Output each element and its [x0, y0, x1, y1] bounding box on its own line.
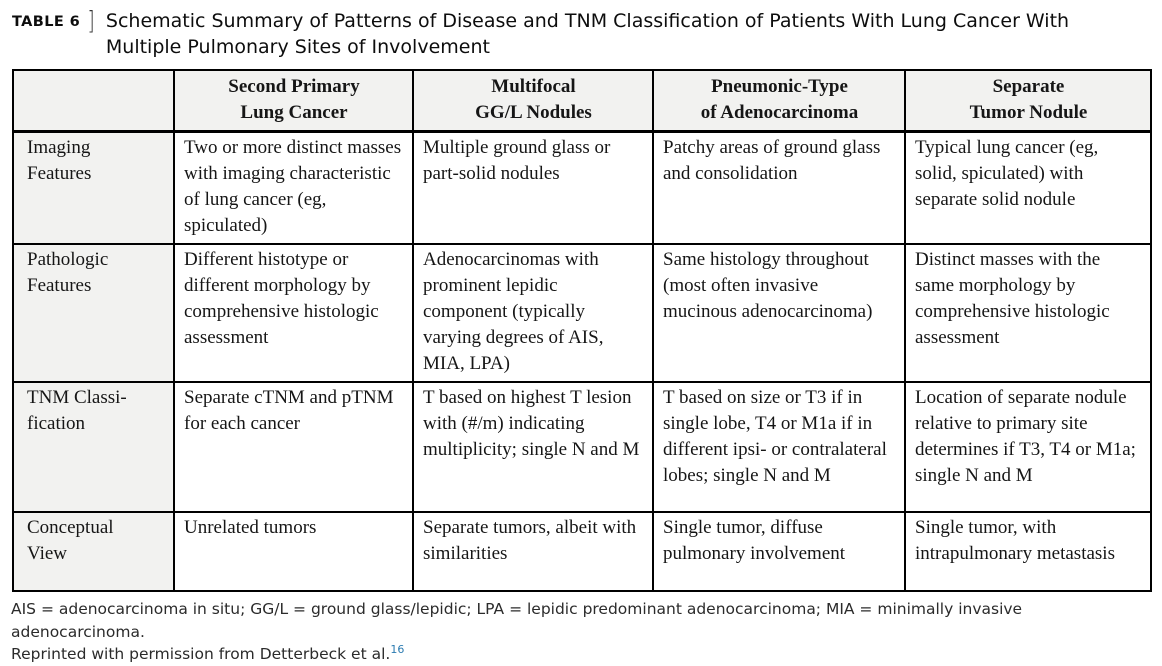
cell-imaging-second-primary: Two or more distinct masses with imaging…: [173, 130, 414, 245]
cell-conceptual-second-primary: Unrelated tumors: [173, 511, 414, 592]
header-cell-second-primary: Second Primary Lung Cancer: [173, 69, 414, 133]
table-number-label: TABLE 6: [12, 14, 81, 30]
table-caption: TABLE 6 ] Schematic Summary of Patterns …: [12, 8, 1150, 60]
cell-conceptual-multifocal: Separate tumors, albeit with similaritie…: [412, 511, 654, 592]
cell-tnm-separate-nodule: Location of separate nodule relative to …: [904, 381, 1152, 513]
cell-pathologic-multifocal: Adenocarcinomas with prominent lepidic c…: [412, 243, 654, 383]
cell-pathologic-pneumonic: Same histology throughout (most often in…: [652, 243, 906, 383]
cell-tnm-pneumonic: T based on size or T3 if in single lobe,…: [652, 381, 906, 513]
row-label-pathologic-features: Pathologic Features: [12, 243, 175, 383]
footnote-reprint-text: Reprinted with permission from Detterbec…: [11, 645, 391, 663]
table-row-pathologic-features: Pathologic Features Different histotype …: [12, 243, 1152, 383]
caption-bracket-glyph: ]: [87, 6, 95, 35]
cell-imaging-multifocal: Multiple ground glass or part-solid nodu…: [412, 130, 654, 245]
table-row-tnm-classification: TNM Classi- fication Separate cTNM and p…: [12, 381, 1152, 513]
cell-imaging-pneumonic: Patchy areas of ground glass and consoli…: [652, 130, 906, 245]
header-cell-empty: [12, 69, 175, 133]
cell-tnm-second-primary: Separate cTNM and pTNM for each cancer: [173, 381, 414, 513]
header-cell-separate-nodule: Separate Tumor Nodule: [904, 69, 1152, 133]
cell-conceptual-separate-nodule: Single tumor, with intrapulmonary metast…: [904, 511, 1152, 592]
tnm-classification-table: Second Primary Lung Cancer Multifocal GG…: [12, 69, 1152, 592]
table-row-imaging-features: Imaging Features Two or more distinct ma…: [12, 130, 1152, 245]
header-row: Second Primary Lung Cancer Multifocal GG…: [12, 69, 1152, 133]
row-label-imaging-features: Imaging Features: [12, 130, 175, 245]
cell-imaging-separate-nodule: Typical lung cancer (eg, solid, spiculat…: [904, 130, 1152, 245]
footnote-abbreviations: AIS = adenocarcinoma in situ; GG/L = gro…: [11, 600, 1023, 641]
row-label-tnm-classification: TNM Classi- fication: [12, 381, 175, 513]
header-cell-pneumonic-type: Pneumonic-Type of Adenocarcinoma: [652, 69, 906, 133]
page-title: Schematic Summary of Patterns of Disease…: [105, 10, 1070, 58]
header-cell-multifocal: Multifocal GG/L Nodules: [412, 69, 654, 133]
footnote-reprint-line: Reprinted with permission from Detterbec…: [11, 643, 1150, 666]
cell-conceptual-pneumonic: Single tumor, diffuse pulmonary involvem…: [652, 511, 906, 592]
cell-tnm-multifocal: T based on highest T lesion with (#/m) i…: [412, 381, 654, 513]
table-row-conceptual-view: Conceptual View Unrelated tumors Separat…: [12, 511, 1152, 592]
cell-pathologic-second-primary: Different histotype or different morphol…: [173, 243, 414, 383]
row-label-conceptual-view: Conceptual View: [12, 511, 175, 592]
citation-reference-16[interactable]: 16: [390, 642, 405, 656]
cell-pathologic-separate-nodule: Distinct masses with the same morphology…: [904, 243, 1152, 383]
